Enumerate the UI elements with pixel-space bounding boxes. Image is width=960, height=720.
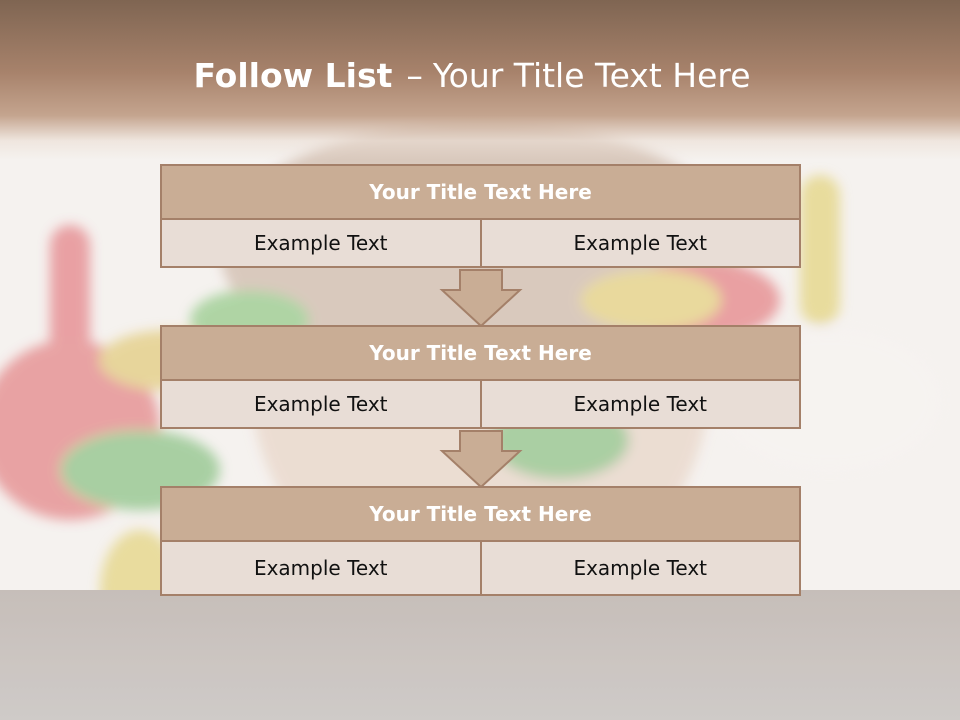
step-row-1: Example Text Example Text: [160, 218, 801, 268]
down-arrow-icon: [439, 269, 523, 328]
down-arrow-icon: [439, 430, 523, 489]
slide-title-separator: –: [406, 56, 423, 95]
step-2-right-text: Example Text: [479, 379, 801, 429]
step-title-2: Your Title Text Here: [160, 325, 801, 381]
step-title-3: Your Title Text Here: [160, 486, 801, 542]
slide-title-rest: Your Title Text Here: [432, 56, 751, 95]
step-2-left-text: Example Text: [160, 379, 482, 429]
step-block-3: Your Title Text Here Example Text Exampl…: [160, 486, 801, 596]
step-3-right-text: Example Text: [479, 540, 801, 596]
slide-title-bold: Follow List: [193, 56, 393, 95]
step-block-2: Your Title Text Here Example Text Exampl…: [160, 325, 801, 429]
step-block-1: Your Title Text Here Example Text Exampl…: [160, 164, 801, 268]
step-title-1: Your Title Text Here: [160, 164, 801, 220]
step-row-2: Example Text Example Text: [160, 379, 801, 429]
step-3-left-text: Example Text: [160, 540, 482, 596]
step-1-left-text: Example Text: [160, 218, 482, 268]
step-1-right-text: Example Text: [479, 218, 801, 268]
step-row-3: Example Text Example Text: [160, 540, 801, 596]
slide-title: Follow List–Your Title Text Here: [0, 56, 944, 96]
title-band: [0, 0, 960, 160]
